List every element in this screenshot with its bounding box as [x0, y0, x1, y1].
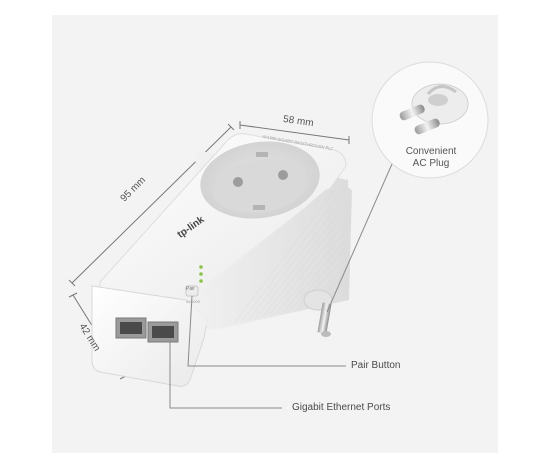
ethernet-ports-callout: Gigabit Ethernet Ports [292, 402, 391, 413]
earth-clip-bottom [253, 205, 265, 210]
pair-button-label: Pair [186, 286, 195, 292]
plug-callout-line1: Convenient [405, 146, 457, 157]
plug-callout-line2: AC Plug [412, 158, 450, 169]
earth-clip-top [256, 152, 268, 157]
ethernet-ports [115, 317, 179, 343]
pair-button-callout: Pair Button [351, 360, 401, 371]
callout-lines [169, 163, 393, 409]
socket-hole-left [233, 177, 243, 187]
pair-model-label: AV1000 [186, 299, 200, 304]
led-indicators [199, 265, 203, 283]
plug-callout-label: Convenient AC Plug [396, 146, 466, 170]
socket-hole-right [278, 170, 288, 180]
plug-zoom-illustration [399, 83, 469, 135]
